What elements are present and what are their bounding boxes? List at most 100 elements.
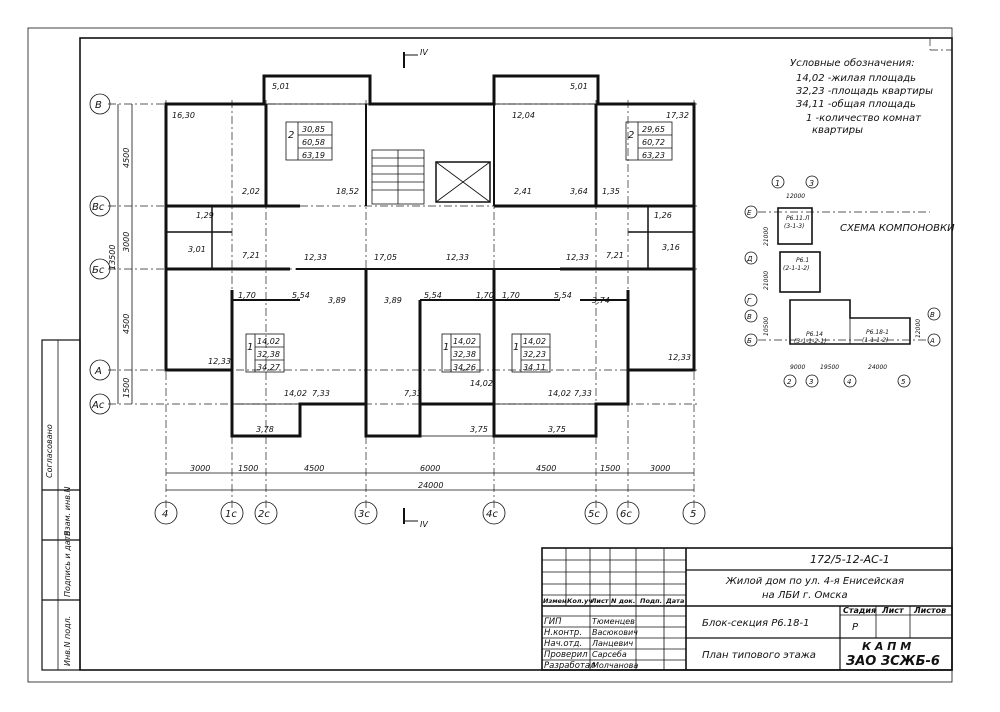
room-area: 1,70 bbox=[502, 291, 520, 300]
room-area: 17,32 bbox=[666, 111, 689, 120]
scheme-dim-l1: 21000 bbox=[763, 271, 770, 290]
scheme-title: СХЕМА КОМПОНОВКИ bbox=[840, 223, 955, 234]
svg-text:(3-1-1-2-1): (3-1-1-2-1) bbox=[794, 338, 826, 345]
apt-4-area: 32,23 bbox=[523, 350, 546, 359]
row-axes: В Вс Бс А Ас 4500 3000 4500 1500 13500 bbox=[89, 93, 133, 415]
role-4: Разработал bbox=[544, 661, 596, 671]
room-area: 5,54 bbox=[424, 291, 442, 300]
row-axis-2: Бс bbox=[92, 265, 105, 276]
room-area: 5,01 bbox=[570, 82, 588, 91]
room-area: 3,78 bbox=[256, 425, 274, 434]
stage-value: Р bbox=[852, 622, 859, 633]
stamp-col-5: Дата bbox=[665, 597, 684, 605]
svg-text:Г: Г bbox=[747, 297, 752, 305]
stamp-col-2: Лист bbox=[590, 597, 610, 605]
room-area: 12,33 bbox=[304, 253, 327, 262]
col-dim-6: 3000 bbox=[650, 464, 670, 473]
row-total: 13500 bbox=[108, 245, 117, 270]
col-dim-5: 1500 bbox=[600, 464, 620, 473]
title-line-2: на ЛБИ г. Омска bbox=[762, 590, 848, 601]
role-name-3: Сарсеба bbox=[592, 650, 627, 659]
svg-text:3: 3 bbox=[809, 179, 814, 188]
row-dim-2: 4500 bbox=[122, 314, 131, 334]
row-axis-3: А bbox=[94, 366, 102, 377]
room-area: 3,16 bbox=[662, 243, 680, 252]
col-dim-1: 1500 bbox=[238, 464, 258, 473]
row-dim-1: 3000 bbox=[122, 232, 131, 252]
apt-3-area: 32,38 bbox=[453, 350, 476, 359]
sheets-header: Листов bbox=[913, 606, 946, 615]
stamp-col-3: N док. bbox=[611, 597, 635, 605]
apt-1-rooms: 2 bbox=[628, 130, 634, 141]
svg-text:IV: IV bbox=[420, 48, 428, 57]
col-axis-1: 1с bbox=[225, 509, 237, 520]
building-walls bbox=[164, 74, 696, 438]
side-label-replace: Взам. инв.N bbox=[63, 487, 72, 536]
room-area: 3,75 bbox=[470, 425, 488, 434]
side-label-inventory: Инв.N подл. bbox=[63, 616, 72, 666]
side-stamp: Согласовано Взам. инв.N Подпись и дата И… bbox=[41, 339, 81, 671]
role-name-2: Ланцевич bbox=[591, 639, 633, 648]
apt-0-living: 30,85 bbox=[302, 125, 325, 134]
scheme-dim-l0: 21000 bbox=[763, 227, 770, 246]
col-axes: 3000 1500 4500 6000 4500 1500 3000 24000… bbox=[154, 464, 706, 525]
title-block: Измен Кол.уч Лист N док. Подп. Дата ГИП … bbox=[541, 547, 953, 671]
room-area: 5,01 bbox=[272, 82, 290, 91]
room-area: 2,41 bbox=[514, 187, 532, 196]
legend: Условные обозначения: 14,02 -жилая площа… bbox=[790, 38, 952, 136]
grid-axes bbox=[108, 100, 700, 510]
apt-0-total: 63,19 bbox=[302, 151, 325, 160]
stamp-col-4: Подп. bbox=[640, 597, 662, 605]
row-dim-3: 1500 bbox=[122, 378, 131, 398]
room-area: 12,33 bbox=[668, 353, 691, 362]
room-area: 5,54 bbox=[554, 291, 572, 300]
room-area: 1,26 bbox=[654, 211, 672, 220]
col-total: 24000 bbox=[418, 481, 443, 490]
svg-text:5: 5 bbox=[901, 378, 906, 386]
svg-text:В: В bbox=[747, 313, 752, 321]
col-dim-2: 4500 bbox=[304, 464, 324, 473]
room-area-labels: 5,01 5,01 16,30 18,52 2,02 12,04 17,32 2… bbox=[172, 82, 691, 434]
section-mark: IV IV bbox=[403, 48, 428, 529]
apt-0-area: 60,58 bbox=[302, 138, 325, 147]
room-area: 1,29 bbox=[196, 211, 214, 220]
room-area: 12,33 bbox=[446, 253, 469, 262]
legend-item-1: 32,23 -площадь квартиры bbox=[796, 86, 933, 97]
row-axis-4: Ас bbox=[91, 400, 105, 411]
role-1: Н.контр. bbox=[544, 628, 582, 638]
apt-2-living: 14,02 bbox=[257, 337, 280, 346]
room-area: 1,70 bbox=[238, 291, 256, 300]
room-area: 3,64 bbox=[570, 187, 588, 196]
svg-text:3: 3 bbox=[809, 378, 813, 386]
svg-text:В: В bbox=[930, 311, 935, 319]
svg-text:Р6.14: Р6.14 bbox=[806, 331, 823, 338]
legend-title: Условные обозначения: bbox=[790, 57, 915, 69]
role-name-0: Тюменцев bbox=[592, 617, 635, 626]
stage-header: Стадия bbox=[843, 606, 876, 615]
legend-item-0: 14,02 -жилая площадь bbox=[796, 73, 916, 84]
apt-2-total: 34,27 bbox=[257, 363, 281, 372]
legend-item-2: 34,11 -общая площадь bbox=[796, 98, 916, 110]
row-dim-0: 4500 bbox=[122, 148, 131, 168]
apt-1-area: 60,72 bbox=[642, 138, 665, 147]
role-name-4: Молчанова bbox=[592, 661, 638, 670]
apt-3-living: 14,02 bbox=[453, 337, 476, 346]
room-area: 3,89 bbox=[328, 296, 346, 305]
apt-4-total: 34,11 bbox=[523, 363, 546, 372]
room-area: 17,05 bbox=[374, 253, 397, 262]
scheme-dim-l2: 10500 bbox=[763, 317, 770, 336]
room-area: 7,33 bbox=[574, 389, 592, 398]
svg-text:Р6.11.Л: Р6.11.Л bbox=[786, 215, 810, 222]
col-dim-0: 3000 bbox=[190, 464, 210, 473]
room-area: 1,70 bbox=[476, 291, 494, 300]
room-area: 1,35 bbox=[602, 187, 620, 196]
room-area: 3,75 bbox=[548, 425, 566, 434]
row-axis-1: Вс bbox=[92, 202, 105, 213]
role-2: Нач.отд. bbox=[544, 639, 582, 649]
layout-scheme: СХЕМА КОМПОНОВКИ 1 3 12000 Е Д Г В Б В А… bbox=[744, 175, 955, 388]
sheet-header: Лист bbox=[881, 606, 905, 615]
room-area: 12,33 bbox=[208, 357, 231, 366]
svg-text:(1-1-1-2): (1-1-1-2) bbox=[862, 337, 888, 344]
scheme-dim-b2: 24000 bbox=[868, 364, 887, 371]
